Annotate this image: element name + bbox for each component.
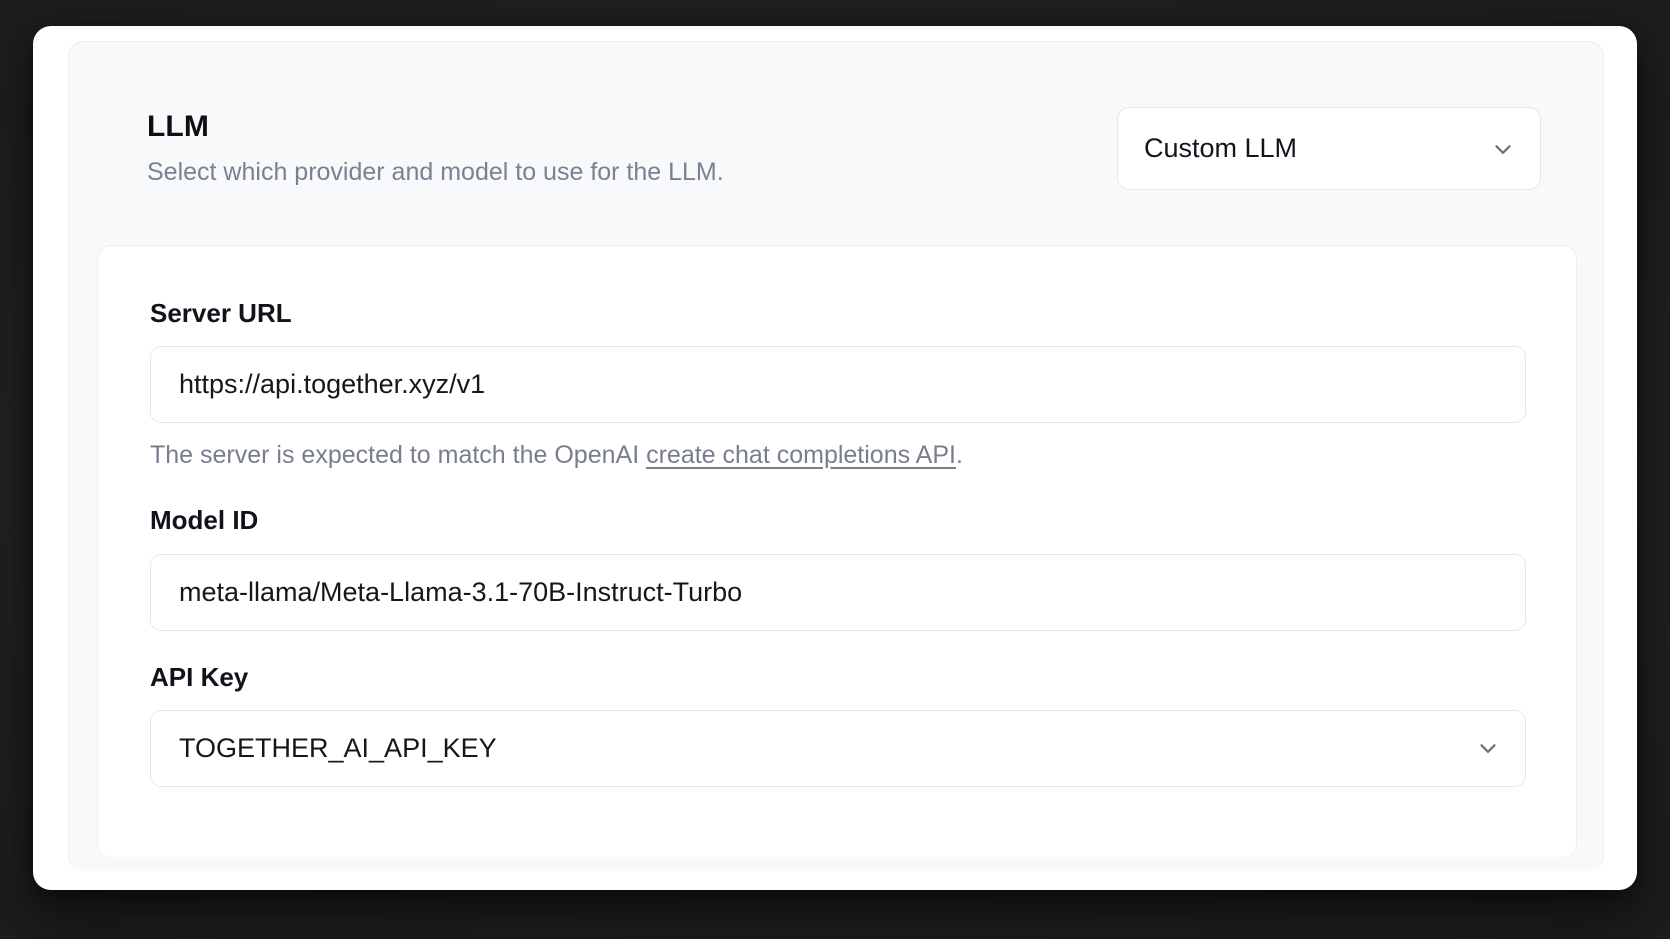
field-server-url: Server URL https://api.together.xyz/v1 T… xyxy=(150,298,1526,471)
llm-settings-panel: LLM Select which provider and model to u… xyxy=(68,41,1604,871)
chevron-down-icon[interactable] xyxy=(1490,136,1516,162)
llm-provider-select-value: Custom LLM xyxy=(1144,133,1298,163)
chevron-down-icon[interactable] xyxy=(1475,735,1501,761)
panel-header: LLM Select which provider and model to u… xyxy=(69,42,1603,190)
spacer-1 xyxy=(150,471,1524,505)
api-key-label: API Key xyxy=(150,661,249,692)
server-url-helper: The server is expected to match the Open… xyxy=(150,440,1524,471)
api-key-select[interactable]: TOGETHER_AI_API_KEY xyxy=(150,709,1526,787)
panel-header-text: LLM Select which provider and model to u… xyxy=(147,107,724,188)
server-url-helper-prefix: The server is expected to match the Open… xyxy=(150,441,647,470)
settings-modal: LLM Select which provider and model to u… xyxy=(33,26,1637,890)
llm-config-card: Server URL https://api.together.xyz/v1 T… xyxy=(97,245,1577,857)
spacer-2 xyxy=(150,631,1524,662)
api-key-select-value: TOGETHER_AI_API_KEY xyxy=(179,732,497,763)
server-url-input[interactable]: https://api.together.xyz/v1 xyxy=(150,346,1526,424)
field-api-key: API Key TOGETHER_AI_API_KEY xyxy=(150,661,1526,787)
create-chat-completions-api-link[interactable]: create chat completions API xyxy=(646,441,956,470)
field-model-id: Model ID meta-llama/Meta-Llama-3.1-70B-I… xyxy=(150,505,1526,631)
llm-provider-select[interactable]: Custom LLM xyxy=(1117,107,1541,190)
model-id-input[interactable]: meta-llama/Meta-Llama-3.1-70B-Instruct-T… xyxy=(150,553,1526,631)
model-id-label: Model ID xyxy=(150,505,259,536)
page-title: LLM xyxy=(147,110,209,143)
page-subtitle: Select which provider and model to use f… xyxy=(147,158,724,186)
server-url-helper-suffix: . xyxy=(955,441,963,470)
server-url-label: Server URL xyxy=(150,298,292,328)
